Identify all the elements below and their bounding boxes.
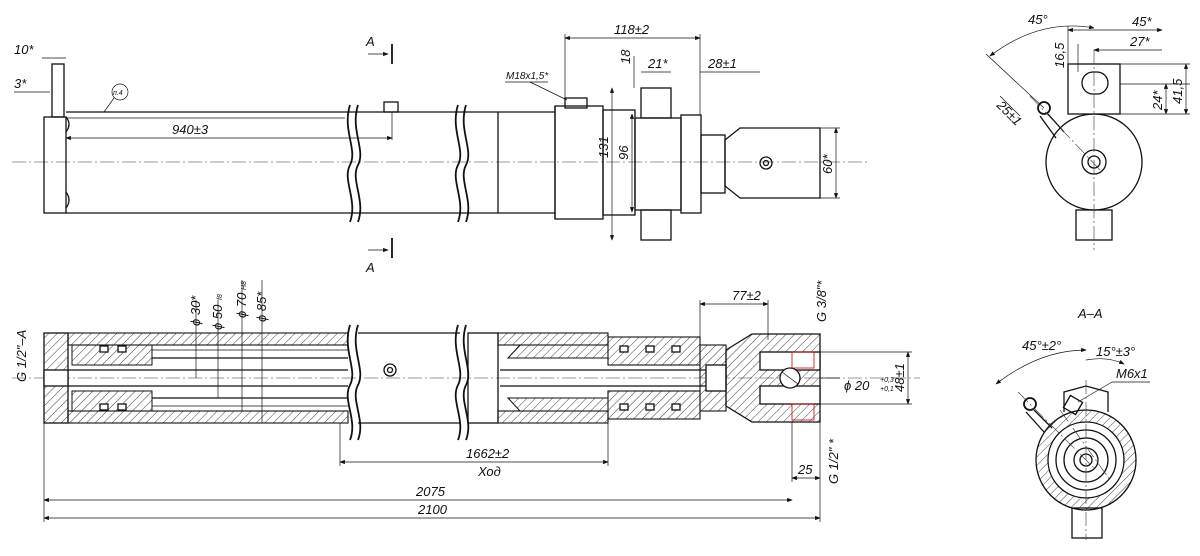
top-nut xyxy=(700,134,726,194)
dim-48: 48±1 xyxy=(892,363,907,392)
dia-20-lower: +0,1 xyxy=(880,386,894,393)
top-bleed-fitting xyxy=(564,97,588,109)
side-slot xyxy=(1081,71,1109,95)
dia-30: ϕ 30* xyxy=(188,295,203,326)
section-break-2 xyxy=(454,324,462,441)
dim-1662: 1662±2 xyxy=(466,446,510,461)
thread-g12-b: G 1/2" * xyxy=(826,438,841,484)
section-rod-eye xyxy=(725,333,821,423)
section-port-g38 xyxy=(791,351,815,369)
section-a-a-title: A–A xyxy=(1077,306,1103,321)
dia-85: ϕ 85* xyxy=(254,291,269,322)
top-port-boss xyxy=(383,101,399,113)
top-break-1 xyxy=(346,104,354,223)
dim-16-5: 16,5 xyxy=(1052,42,1067,68)
section-piston-upper xyxy=(71,344,153,366)
dim-25-1: 25±1 xyxy=(993,97,1025,129)
dim-940: 940±3 xyxy=(172,122,209,137)
dim-28: 28±1 xyxy=(707,56,737,71)
section-a-a: A–A 45°±2° 15°±3° M6x1 xyxy=(995,306,1150,540)
angle-15-3: 15°±3° xyxy=(1096,344,1135,359)
section-view: G 1/2"–A ϕ 30* ϕ 50 f8 ϕ 70 H8 ϕ 85* 77±… xyxy=(12,280,920,522)
dim-131: 131 xyxy=(596,136,611,158)
dia-70-tol: H8 xyxy=(241,281,248,290)
section-mark-top: A xyxy=(365,34,375,49)
top-eye-lug xyxy=(51,63,65,118)
dim-27: 27* xyxy=(1129,34,1150,49)
dim-21: 21* xyxy=(647,56,668,71)
dim-77: 77±2 xyxy=(732,288,762,303)
top-lug-upper xyxy=(640,87,672,119)
dim-60: 60* xyxy=(820,154,835,174)
dia-50: ϕ 50 xyxy=(210,304,225,330)
angle-45-2: 45°±2° xyxy=(1022,338,1061,353)
dim-2075: 2075 xyxy=(415,484,446,499)
thread-g38: G 3/8"* xyxy=(814,280,829,322)
item-ref: п.4 xyxy=(113,90,123,97)
dia-20-upper: +0,3 xyxy=(880,377,894,384)
dim-2100: 2100 xyxy=(417,502,448,517)
dim-118: 118±2 xyxy=(614,22,650,37)
section-break-1 xyxy=(346,324,354,441)
thread-m6: M6x1 xyxy=(1116,366,1148,381)
dia-20: ϕ 20 xyxy=(844,378,870,393)
dim-41-5: 41,5 xyxy=(1170,78,1185,104)
dim-10: 10* xyxy=(14,42,34,57)
top-gland xyxy=(680,114,702,214)
side-view: 45° 45* 27* 16,5 25±1 24* 41,5 xyxy=(985,12,1190,250)
thread-m18: M18x1,5* xyxy=(506,71,549,82)
dim-96: 96 xyxy=(616,145,631,160)
section-aa-bleed-fitting xyxy=(1023,397,1037,411)
top-flange xyxy=(602,109,636,216)
section-mark-bottom: A xyxy=(365,260,375,275)
top-rod-eye-hole xyxy=(759,156,773,170)
top-head-block xyxy=(554,105,604,220)
side-bleed-fitting xyxy=(1037,101,1051,115)
section-aa-lower-lug xyxy=(1071,507,1103,539)
dim-3: 3* xyxy=(14,76,27,91)
top-break-2 xyxy=(454,104,462,223)
section-port-hole xyxy=(383,363,397,377)
section-piston-lower xyxy=(71,390,153,412)
top-eye-end xyxy=(43,116,67,214)
top-lug-lower xyxy=(640,209,672,241)
section-port-g12 xyxy=(791,403,815,421)
dia-50-tol: f8 xyxy=(217,294,224,300)
section-tube-wall-bottom xyxy=(67,410,349,424)
top-view: A A 10* 3* п.4 940±3 M18x1,5* 118±2 18 2… xyxy=(12,22,870,275)
dim-45: 45* xyxy=(1132,14,1152,29)
dim-24: 24* xyxy=(1150,90,1165,111)
dim-18: 18 xyxy=(618,49,633,64)
dim-25: 25 xyxy=(797,462,813,477)
angle-45: 45° xyxy=(1028,12,1048,27)
thread-g12-a: G 1/2"–A xyxy=(14,330,29,382)
stroke-label: Ход xyxy=(477,464,501,479)
section-tube-wall-top xyxy=(67,332,349,346)
dia-70: ϕ 70 xyxy=(234,292,249,318)
